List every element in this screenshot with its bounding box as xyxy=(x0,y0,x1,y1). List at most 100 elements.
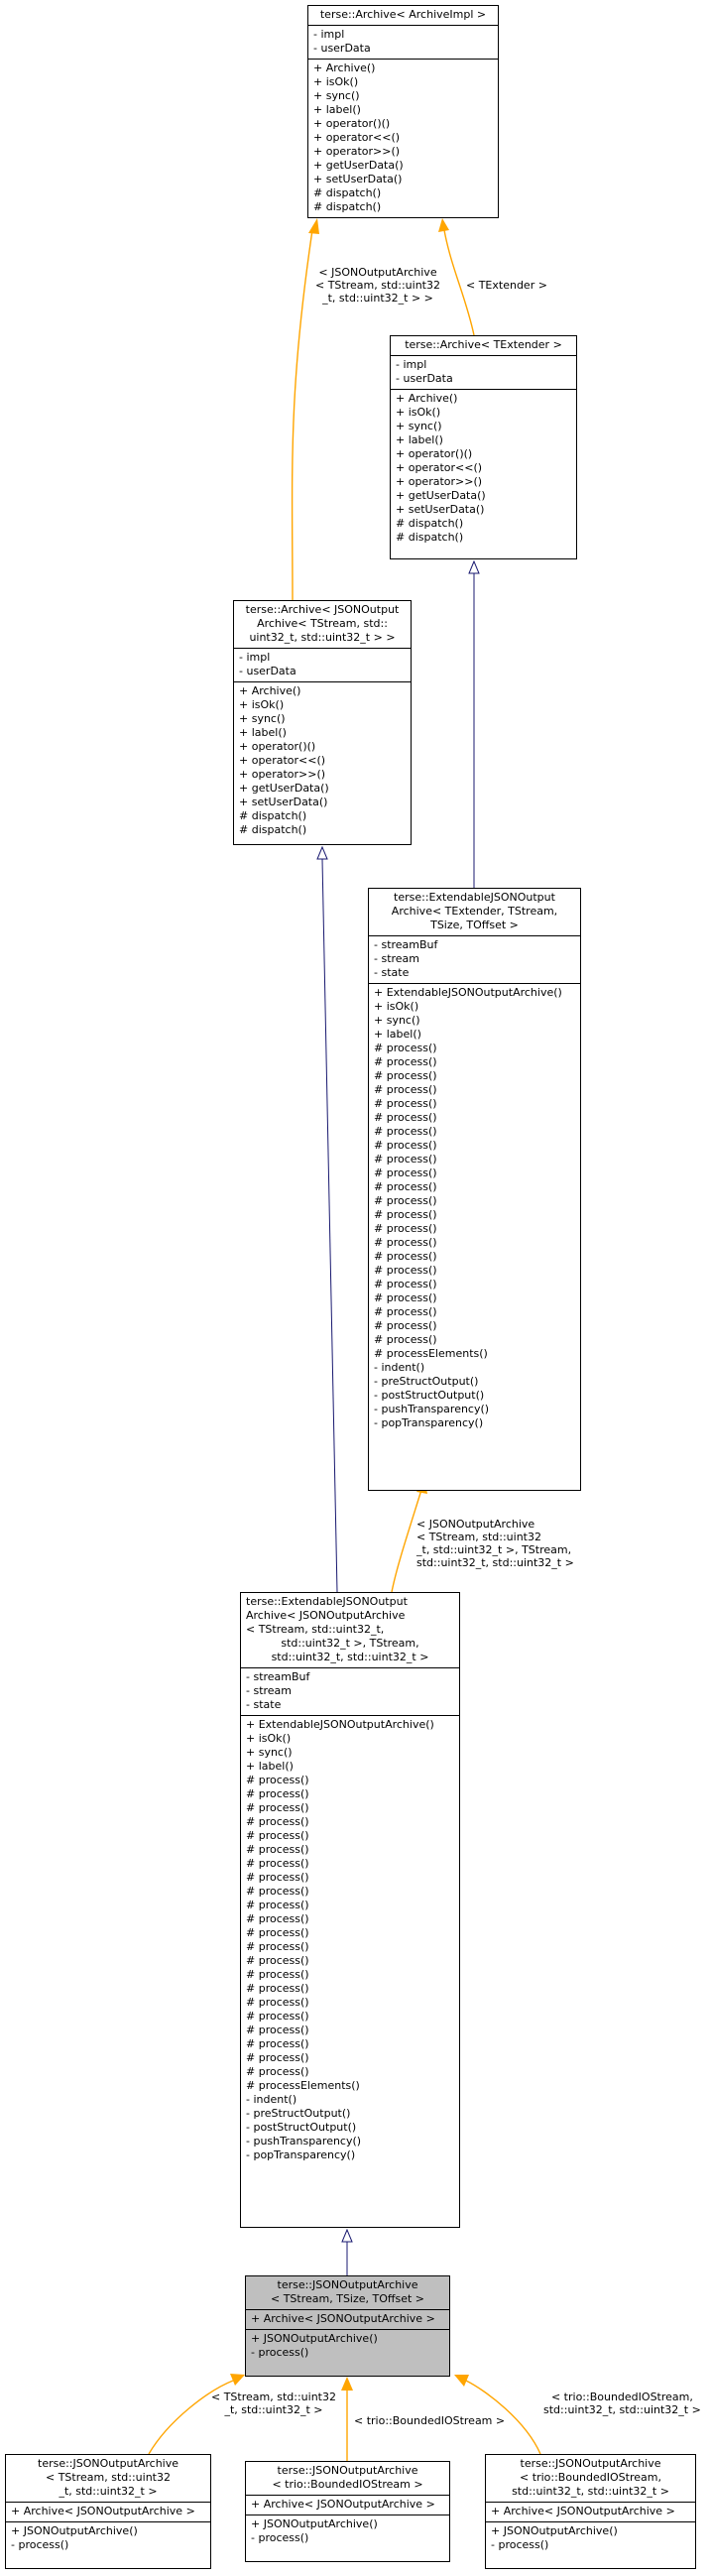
method-item: + label() xyxy=(374,1028,421,1041)
method-item: - pushTransparency() xyxy=(374,1403,490,1415)
methods-section: + Archive() + isOk() + sync() + label() … xyxy=(308,59,498,217)
method-item: # process() xyxy=(374,1222,437,1235)
method-item: # process() xyxy=(246,1815,309,1828)
attributes-section: - impl - userData xyxy=(308,25,498,59)
method-item: # process() xyxy=(246,1940,309,1953)
method-item: # processElements() xyxy=(374,1347,488,1360)
edge-label-json-uint32: < TStream, std::uint32 _t, std::uint32_t… xyxy=(211,2391,336,2416)
method-item: # process() xyxy=(374,1180,437,1193)
method-item: # process() xyxy=(374,1194,437,1207)
edge-template-ext-json xyxy=(391,1489,422,1593)
class-node-jsonoutputarchive-uint32[interactable]: terse::JSONOutputArchive < TStream, std:… xyxy=(5,2454,211,2569)
method-item: - postStructOutput() xyxy=(246,2121,357,2134)
attributes-section: + Archive< JSONOutputArchive > xyxy=(6,2502,210,2521)
edge-template-archive-textender xyxy=(443,229,475,336)
method-item: # process() xyxy=(246,1968,309,1981)
method-item: # process() xyxy=(374,1250,437,1263)
method-item: # process() xyxy=(374,1097,437,1110)
method-item: - popTransparency() xyxy=(374,1416,484,1429)
method-item: # process() xyxy=(246,1899,309,1911)
class-title: terse::JSONOutputArchive < trio::Bounded… xyxy=(512,2457,669,2498)
attributes-section: - streamBuf - stream - state xyxy=(369,935,580,983)
method-item: # process() xyxy=(374,1069,437,1082)
method-item: - preStructOutput() xyxy=(374,1375,479,1388)
method-item: + sync() xyxy=(246,1746,293,1759)
edge-label-ext-json: < JSONOutputArchive < TStream, std::uint… xyxy=(416,1518,574,1569)
arrowhead-hollow xyxy=(316,845,328,860)
method-item: # process() xyxy=(374,1083,437,1096)
attributes-section: + Archive< JSONOutputArchive > xyxy=(246,2495,449,2515)
method-item: - popTransparency() xyxy=(246,2148,356,2161)
method-item: # process() xyxy=(246,2024,309,2036)
methods-section: + JSONOutputArchive() - process() xyxy=(246,2515,449,2548)
method-item: + ExtendableJSONOutputArchive() xyxy=(374,986,562,999)
method-item: # process() xyxy=(374,1111,437,1124)
method-item: # process() xyxy=(246,1829,309,1842)
attributes-section: + Archive< JSONOutputArchive > xyxy=(246,2309,449,2329)
attributes-section: + Archive< JSONOutputArchive > xyxy=(486,2502,695,2521)
method-item: # process() xyxy=(246,1774,309,1786)
attributes-section: - impl - userData xyxy=(234,648,411,681)
method-item: # process() xyxy=(374,1042,437,1054)
method-item: # process() xyxy=(246,1996,309,2009)
method-item: # process() xyxy=(246,1857,309,1870)
arrowhead-filled xyxy=(438,218,449,232)
class-title: terse::JSONOutputArchive < TStream, std:… xyxy=(38,2457,178,2498)
method-item: # process() xyxy=(246,2037,309,2050)
method-item: - preStructOutput() xyxy=(246,2107,351,2120)
attributes-section: - streamBuf - stream - state xyxy=(241,1667,459,1715)
class-title: terse::ExtendableJSONOutput Archive< JSO… xyxy=(246,1595,429,1663)
method-item: # process() xyxy=(246,1912,309,1925)
arrowhead-filled xyxy=(341,2377,353,2391)
class-node-archive-archiveimpl[interactable]: terse::Archive< ArchiveImpl > - impl - u… xyxy=(307,5,499,218)
method-item: # process() xyxy=(246,2051,309,2064)
class-node-extendable-generic[interactable]: terse::ExtendableJSONOutput Archive< TEx… xyxy=(368,888,581,1491)
edge-template-archive-json xyxy=(291,229,313,601)
method-item: # process() xyxy=(246,1801,309,1814)
method-item: - postStructOutput() xyxy=(374,1389,485,1402)
class-node-extendable-json[interactable]: terse::ExtendableJSONOutput Archive< JSO… xyxy=(240,1592,460,2228)
class-node-jsonoutputarchive-bounded-uint32[interactable]: terse::JSONOutputArchive < trio::Bounded… xyxy=(485,2454,696,2569)
method-item: # process() xyxy=(374,1305,437,1318)
method-item: + isOk() xyxy=(246,1732,292,1745)
class-node-archive-textender[interactable]: terse::Archive< TExtender > - impl - use… xyxy=(390,335,577,559)
attributes-section: - impl - userData xyxy=(391,355,576,389)
method-item: - indent() xyxy=(374,1361,425,1374)
arrowhead-hollow xyxy=(341,2228,353,2243)
methods-section: + JSONOutputArchive() - process() xyxy=(6,2521,210,2555)
edge-template-json-bounded-uint32 xyxy=(465,2380,541,2455)
method-item: # process() xyxy=(246,1871,309,1884)
class-node-archive-jsonoutputarchive[interactable]: terse::Archive< JSONOutput Archive< TStr… xyxy=(233,600,412,845)
methods-section: + JSONOutputArchive() - process() xyxy=(486,2521,695,2555)
class-node-jsonoutputarchive[interactable]: terse::JSONOutputArchive < TStream, TSiz… xyxy=(245,2275,450,2377)
edge-label-archive-json: < JSONOutputArchive < TStream, std::uint… xyxy=(315,266,440,305)
method-item: # process() xyxy=(246,1885,309,1898)
methods-section: + ExtendableJSONOutputArchive()+ isOk()+… xyxy=(241,1715,459,2165)
arrowhead-hollow xyxy=(468,559,480,574)
arrowhead-filled xyxy=(230,2374,245,2386)
edge-label-json-bounded-uint32: < trio::BoundedIOStream, std::uint32_t, … xyxy=(543,2391,701,2416)
edge-template-json-uint32 xyxy=(148,2380,234,2455)
method-item: # process() xyxy=(246,2010,309,2023)
method-item: # process() xyxy=(246,1982,309,1995)
method-item: # process() xyxy=(374,1125,437,1138)
method-item: + sync() xyxy=(374,1014,420,1027)
method-item: # process() xyxy=(374,1208,437,1221)
class-title: terse::Archive< ArchiveImpl > xyxy=(319,8,487,21)
method-item: # processElements() xyxy=(246,2079,360,2092)
arrowhead-filled xyxy=(308,218,319,234)
method-item: # process() xyxy=(374,1153,437,1165)
methods-section: + Archive() + isOk() + sync() + label() … xyxy=(391,389,576,548)
method-item: + ExtendableJSONOutputArchive() xyxy=(246,1718,434,1731)
class-title: terse::JSONOutputArchive < TStream, TSiz… xyxy=(271,2278,424,2305)
method-item: # process() xyxy=(374,1055,437,1068)
method-item: # process() xyxy=(246,1926,309,1939)
method-item: # process() xyxy=(374,1291,437,1304)
method-item: # process() xyxy=(374,1264,437,1277)
class-title: terse::ExtendableJSONOutput Archive< TEx… xyxy=(391,891,558,931)
methods-section: + Archive() + isOk() + sync() + label() … xyxy=(234,681,411,840)
class-node-jsonoutputarchive-bounded[interactable]: terse::JSONOutputArchive < trio::Bounded… xyxy=(245,2461,450,2562)
class-title: terse::JSONOutputArchive < trio::Bounded… xyxy=(272,2464,423,2491)
class-title: terse::Archive< JSONOutput Archive< TStr… xyxy=(245,603,400,644)
